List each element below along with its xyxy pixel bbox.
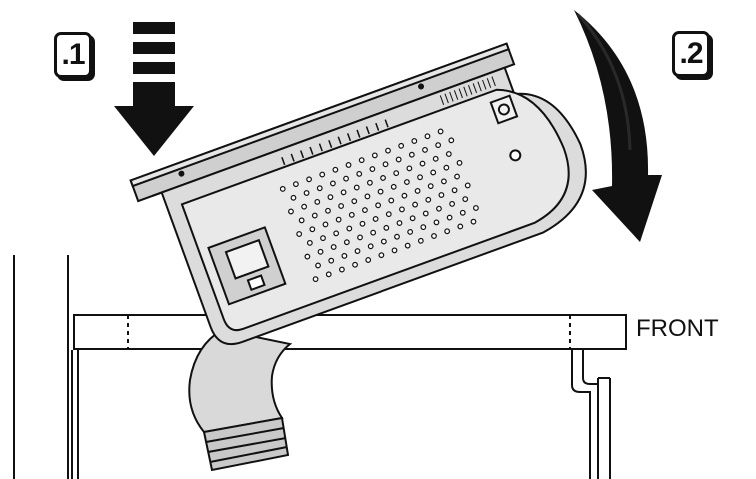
- arrow-down-icon: [114, 22, 194, 156]
- front-label: FRONT: [636, 315, 719, 342]
- perforation-grid: [279, 128, 479, 283]
- curved-arrow-rotate-icon: [574, 10, 662, 242]
- step-1-badge: .1: [54, 32, 92, 78]
- worktop: [73, 314, 627, 350]
- step-2-badge: .2: [672, 31, 710, 77]
- hob-unit: [129, 42, 587, 346]
- duct-hose: [188, 328, 293, 472]
- cabinet: [13, 255, 627, 479]
- top-vents: [281, 119, 389, 166]
